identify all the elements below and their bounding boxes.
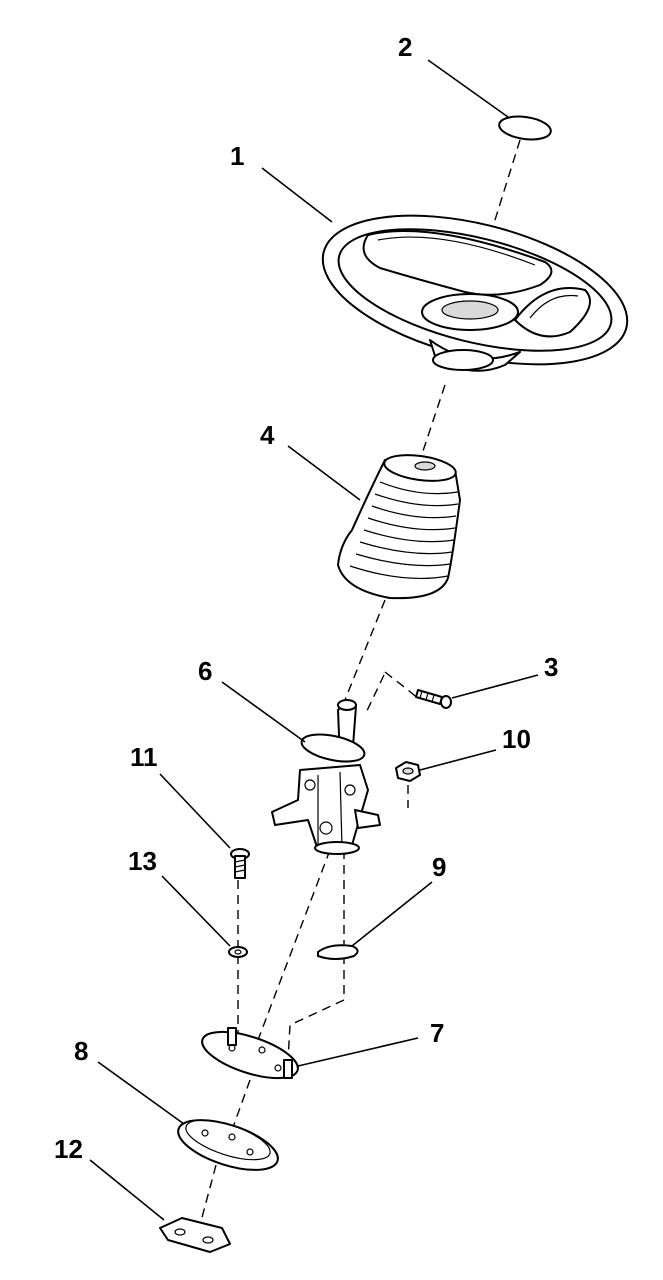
callout-4: 4 [260,420,275,450]
washer-13 [228,946,248,958]
callout-8: 8 [74,1036,88,1066]
bracket-12 [159,1217,231,1253]
callout-3: 3 [544,652,558,682]
steering-boot [337,454,461,600]
callout-7: 7 [430,1018,444,1048]
center-cap [498,115,552,141]
callout-1: 1 [230,141,244,171]
steering-wheel [321,214,629,372]
callout-11: 11 [130,742,158,772]
part-9 [317,944,359,960]
bolt-11 [230,848,250,879]
mounting-plate-7 [201,1027,299,1080]
callout-12: 12 [54,1134,83,1164]
leader-lines [89,59,539,1221]
callout-9: 9 [432,852,446,882]
callout-10: 10 [502,724,531,754]
callout-13: 13 [128,846,157,876]
cover-8 [177,1119,279,1171]
bolt-3 [415,689,452,709]
steering-gear-assembly [271,699,381,855]
nut-10 [395,761,421,782]
callout-labels: 1 2 3 4 6 7 8 9 10 11 12 13 [54,32,558,1164]
callout-2: 2 [398,32,412,62]
callout-6: 6 [198,656,212,686]
